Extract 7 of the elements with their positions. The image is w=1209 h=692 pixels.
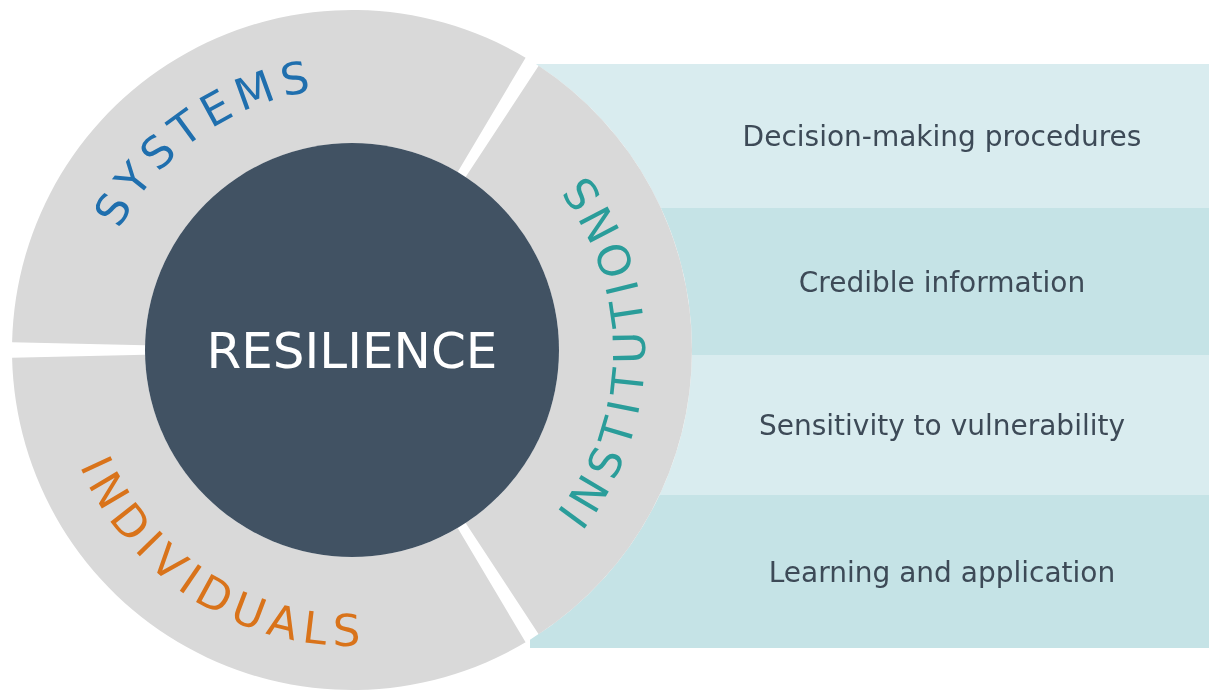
band-row	[660, 208, 1209, 355]
center-label: RESILIENCE	[206, 322, 498, 380]
band-label: Sensitivity to vulnerability	[758, 409, 1126, 442]
band-label: Credible information	[798, 265, 1086, 299]
band-label: Decision-making procedures	[742, 120, 1142, 153]
band-row	[659, 355, 1209, 495]
band-label: Learning and application	[768, 555, 1116, 589]
